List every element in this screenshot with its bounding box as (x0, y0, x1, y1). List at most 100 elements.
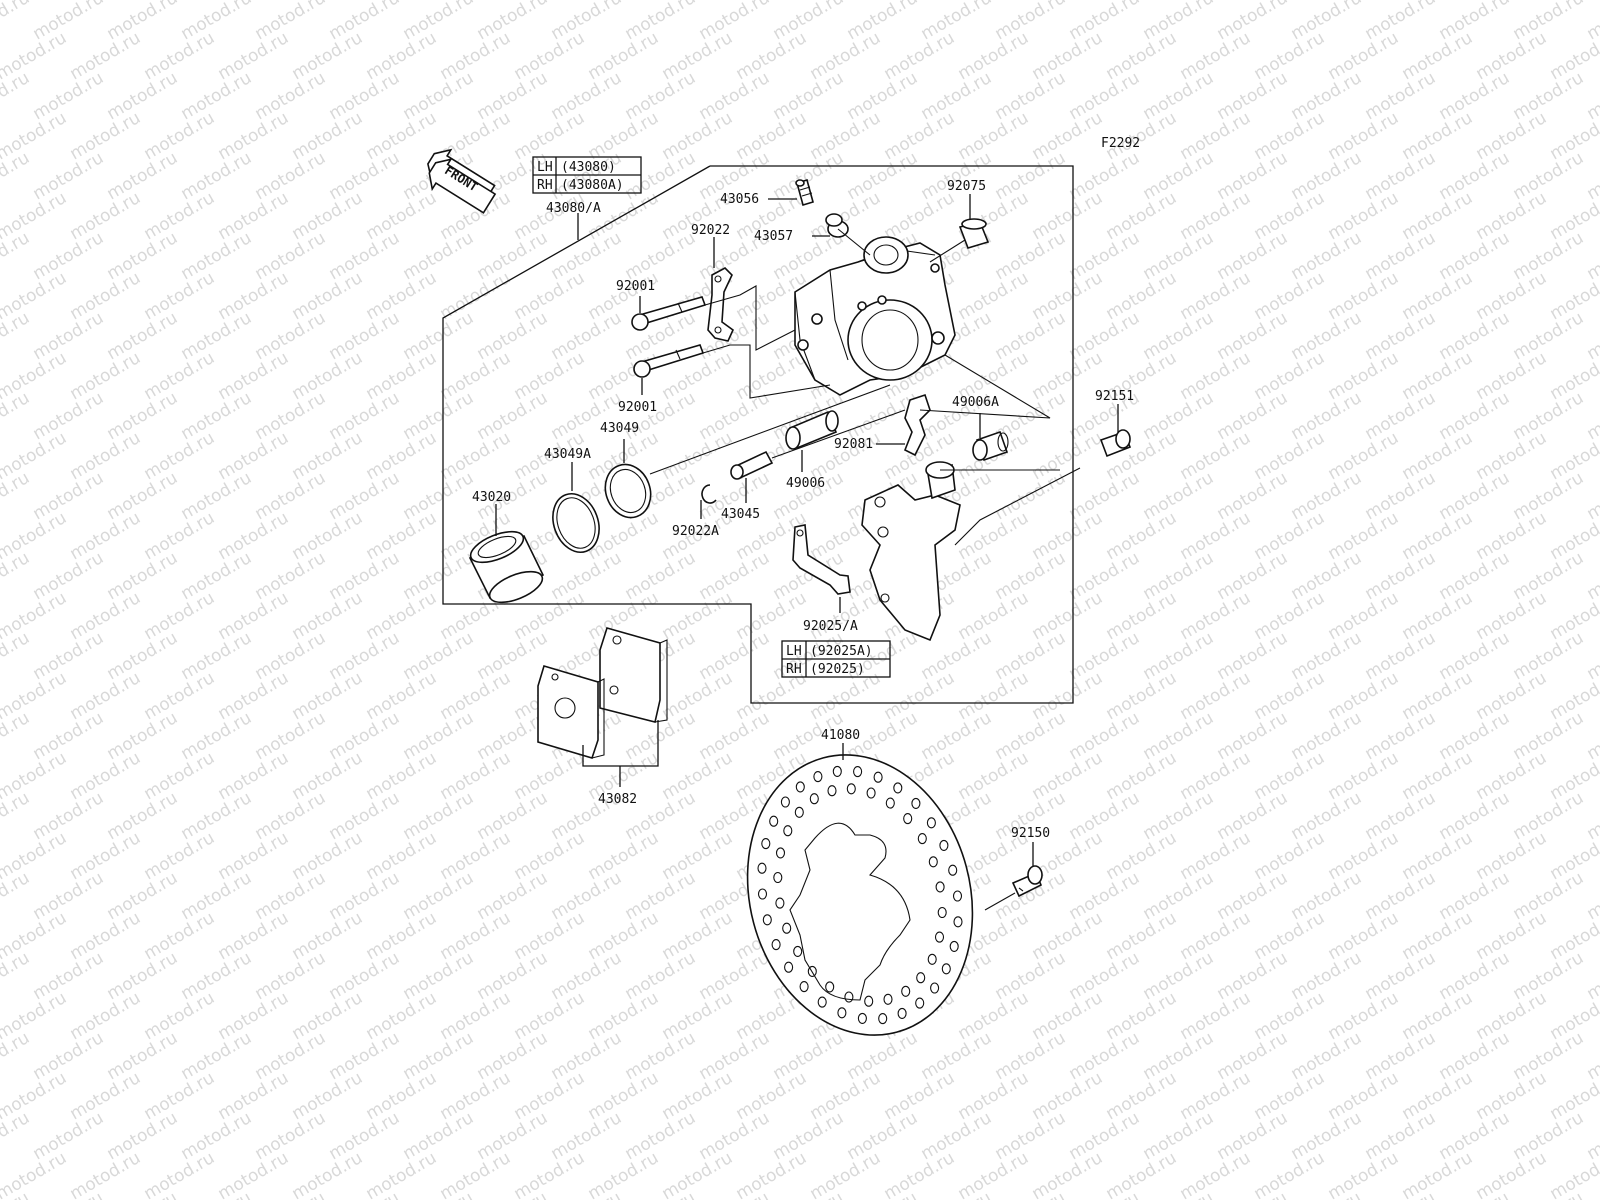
watermark-text: motod.ru (1325, 748, 1403, 804)
watermark-text: motod.ru (511, 188, 589, 244)
watermark-text: motod.ru (1436, 308, 1514, 364)
label-43049a: 43049A (544, 447, 591, 462)
watermark-text: motod.ru (696, 68, 774, 124)
watermark-text: motod.ru (1510, 708, 1588, 764)
watermark-text: motod.ru (1214, 148, 1292, 204)
disc-hole (807, 965, 817, 977)
watermark-text: motod.ru (1399, 908, 1477, 964)
watermark-text: motod.ru (770, 0, 848, 44)
watermark-text: motod.ru (141, 268, 219, 324)
watermark-text: motod.ru (1473, 428, 1551, 484)
watermark-text: motod.ru (363, 28, 441, 84)
label-92150: 92150 (1011, 826, 1050, 841)
watermark-text: motod.ru (1399, 1068, 1477, 1124)
watermark-text: motod.ru (437, 828, 515, 884)
disc-hole (795, 781, 805, 793)
watermark-text: motod.ru (1177, 108, 1255, 164)
watermark-text: motod.ru (67, 1148, 145, 1200)
watermark-text: motod.ru (1473, 188, 1551, 244)
watermark-text: motod.ru (1436, 788, 1514, 844)
watermark-text: motod.ru (1288, 708, 1366, 764)
watermark-text: motod.ru (548, 948, 626, 1004)
watermark-text: motod.ru (733, 108, 811, 164)
watermark-text: motod.ru (363, 828, 441, 884)
watermark-text: motod.ru (30, 1028, 108, 1084)
watermark-text: motod.ru (289, 108, 367, 164)
bleed-valve (795, 178, 814, 207)
watermark-text: motod.ru (992, 628, 1070, 684)
watermark-text: motod.ru (252, 1028, 330, 1084)
disc-hole (757, 862, 767, 874)
watermark-text: motod.ru (252, 0, 330, 44)
watermark-text: motod.ru (215, 268, 293, 324)
watermark-text: motod.ru (289, 348, 367, 404)
watermark-text: motod.ru (1399, 28, 1477, 84)
watermark-text: motod.ru (1510, 308, 1588, 364)
watermark-text: motod.ru (326, 1108, 404, 1164)
label-92081: 92081 (834, 437, 873, 452)
watermark-text: motod.ru (1214, 228, 1292, 284)
disc-hole (762, 914, 772, 926)
watermark-text: motod.ru (1251, 268, 1329, 324)
watermark-text: motod.ru (1251, 428, 1329, 484)
watermark-text: motod.ru (1473, 828, 1551, 884)
watermark-text: motod.ru (1473, 508, 1551, 564)
watermark-text: motod.ru (1251, 1148, 1329, 1200)
watermark-text: motod.ru (1066, 1028, 1144, 1084)
watermark-text: motod.ru (215, 28, 293, 84)
disc-hole (930, 982, 940, 994)
watermark-text: motod.ru (733, 348, 811, 404)
watermark-text: motod.ru (1066, 628, 1144, 684)
bracket-table-side-lh: LH (786, 644, 802, 659)
watermark-text: motod.ru (1288, 148, 1366, 204)
watermark-text: motod.ru (0, 1188, 33, 1200)
watermark-text: motod.ru (289, 268, 367, 324)
watermark-text: motod.ru (30, 468, 108, 524)
watermark-text: motod.ru (992, 0, 1070, 44)
watermark-text: motod.ru (1214, 68, 1292, 124)
watermark-text: motod.ru (992, 548, 1070, 604)
disc-hole (853, 766, 863, 778)
watermark-text: motod.ru (30, 708, 108, 764)
watermark-text: motod.ru (1510, 148, 1588, 204)
watermark-text: motod.ru (918, 708, 996, 764)
watermark-text: motod.ru (326, 948, 404, 1004)
disc-hole (941, 963, 951, 975)
pin-43045 (730, 450, 774, 480)
watermark-text: motod.ru (363, 188, 441, 244)
watermark-text: motod.ru (30, 0, 108, 44)
watermark-text: motod.ru (659, 828, 737, 884)
watermark-text: motod.ru (1584, 468, 1600, 524)
watermark-text: motod.ru (1399, 1148, 1477, 1200)
watermark-text: motod.ru (1029, 28, 1107, 84)
watermark-text: motod.ru (955, 508, 1033, 564)
watermark-text: motod.ru (363, 268, 441, 324)
watermark-text: motod.ru (326, 68, 404, 124)
disc-hole (878, 1013, 888, 1025)
watermark-text: motod.ru (1288, 868, 1366, 924)
watermark-text: motod.ru (289, 188, 367, 244)
watermark-text: motod.ru (955, 1068, 1033, 1124)
watermark-text: motod.ru (252, 788, 330, 844)
watermark-text: motod.ru (67, 508, 145, 564)
watermark-text: motod.ru (178, 0, 256, 44)
watermark-text: motod.ru (178, 308, 256, 364)
watermark-text: motod.ru (400, 548, 478, 604)
watermark-text: motod.ru (1103, 748, 1181, 804)
watermark-text: motod.ru (511, 908, 589, 964)
watermark-text: motod.ru (30, 68, 108, 124)
disc-hole (773, 871, 783, 884)
watermark-text: motod.ru (1140, 388, 1218, 444)
caliper-body (794, 236, 956, 396)
label-92151: 92151 (1095, 389, 1134, 404)
bolt-92001-upper (631, 296, 707, 331)
watermark-text: motod.ru (400, 948, 478, 1004)
watermark-text: motod.ru (141, 348, 219, 404)
disc-hole (794, 806, 804, 818)
watermark-text: motod.ru (1473, 28, 1551, 84)
label-92001-upper: 92001 (616, 279, 655, 294)
watermark-text: motod.ru (104, 948, 182, 1004)
watermark-text: motod.ru (141, 28, 219, 84)
watermark-text: motod.ru (30, 788, 108, 844)
watermark-text: motod.ru (104, 1108, 182, 1164)
